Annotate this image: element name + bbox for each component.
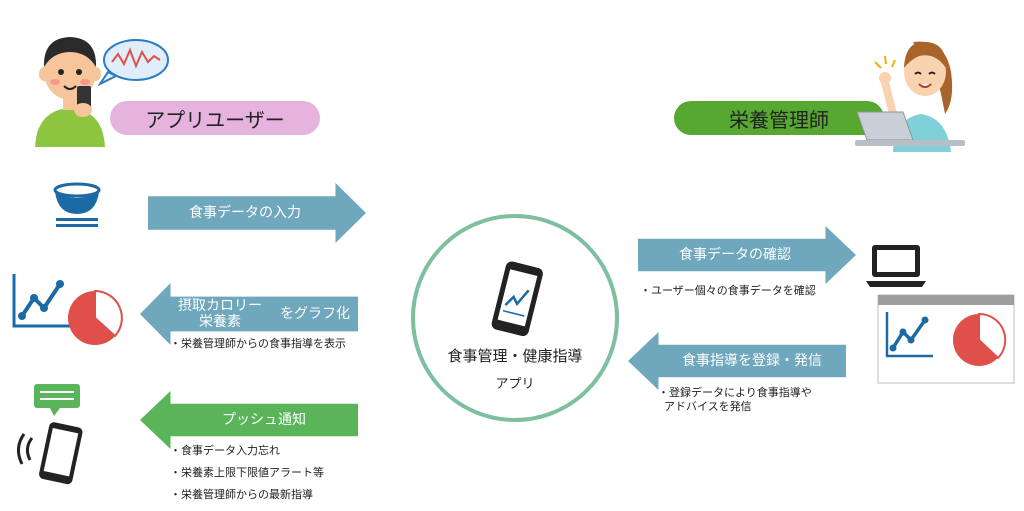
meal-check-arrow: 食事データの確認 — [638, 226, 856, 284]
meal-input-label: 食事データの入力 — [189, 205, 301, 221]
graph-arrow: 摂取カロリー 栄養素 をグラフ化 — [140, 283, 358, 345]
guidance-note-1: ・登録データにより食事指導や — [658, 386, 812, 399]
push-label: プッシュ通知 — [222, 412, 306, 428]
app-user-label: アプリユーザー — [110, 101, 320, 135]
graph-note: ・栄養管理師からの食事指導を表示 — [170, 337, 346, 350]
graph-label-suffix: をグラフ化 — [280, 306, 350, 322]
chart-speech-bubble-icon — [98, 39, 169, 87]
push-note-3: ・栄養管理師からの最新指導 — [170, 488, 313, 501]
graph-label-calorie: 摂取カロリー — [178, 298, 262, 314]
nutritionist-illustration — [855, 41, 965, 152]
meal-check-label: 食事データの確認 — [679, 247, 791, 263]
guidance-label: 食事指導を登録・発信 — [682, 353, 822, 369]
app-title: 食事管理・健康指導 — [447, 347, 583, 365]
smartphone-chart-icon — [491, 261, 543, 337]
app-user-illustration — [35, 37, 105, 147]
line-chart-pie-icon — [12, 274, 123, 345]
rice-bowl-icon — [53, 182, 101, 227]
nutritionist-label: 栄養管理師 — [674, 101, 884, 135]
guidance-arrow: 食事指導を登録・発信 — [628, 332, 846, 390]
meal-check-note: ・ユーザー個々の食事データを確認 — [640, 284, 816, 297]
laptop-icon — [866, 245, 926, 287]
guidance-note-2: アドバイスを発信 — [664, 400, 752, 413]
push-note-1: ・食事データ入力忘れ — [170, 444, 280, 457]
graph-label-nutrient: 栄養素 — [199, 314, 241, 330]
phone-notification-icon — [17, 384, 83, 485]
push-arrow: プッシュ通知 — [140, 391, 358, 449]
app-subtitle: アプリ — [495, 377, 535, 392]
meal-input-arrow: 食事データの入力 — [148, 183, 366, 243]
dashboard-window-icon — [877, 294, 1015, 384]
push-note-2: ・栄養素上限下限値アラート等 — [170, 466, 324, 479]
